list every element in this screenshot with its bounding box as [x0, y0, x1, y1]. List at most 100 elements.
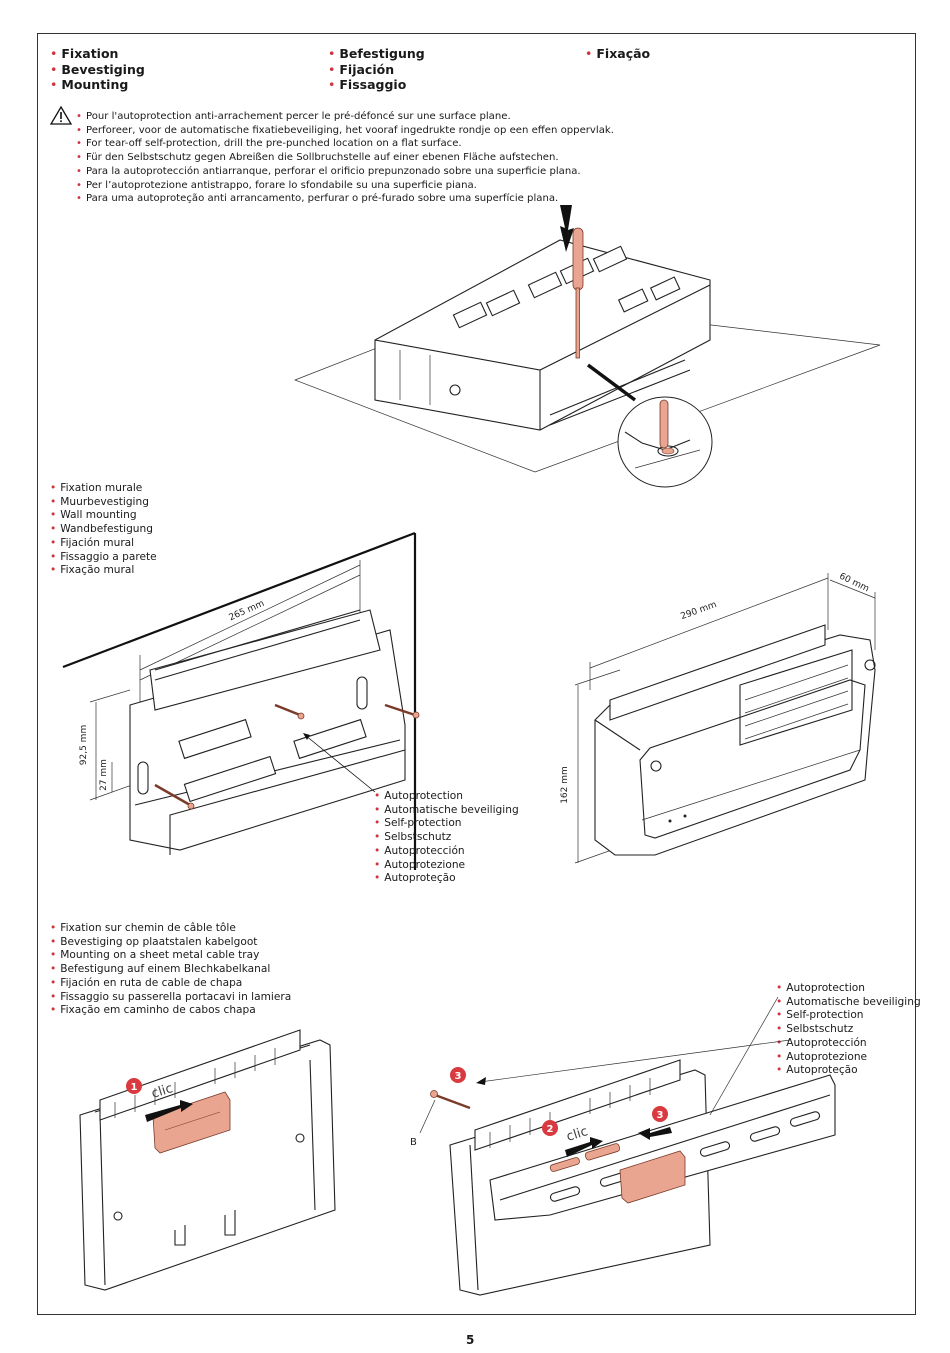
clic-label: clic [565, 1124, 590, 1145]
label-item: •Fixation sur chemin de câble tôle [50, 922, 236, 934]
label-item: •Selbstschutz [374, 831, 452, 844]
svg-text:3: 3 [455, 1071, 462, 1082]
screw-icon [384, 703, 420, 719]
terminal-blocks [178, 718, 367, 803]
tray-screw-slot [549, 1157, 580, 1172]
svg-text:1: 1 [131, 1082, 138, 1093]
open-enclosure [129, 609, 406, 855]
cable-glands [99, 1029, 301, 1121]
step-1-badge: 1 [126, 1078, 142, 1094]
slide-arrow-icon [565, 1137, 603, 1157]
screw-label: B [410, 1137, 417, 1148]
svg-text:3: 3 [657, 1110, 664, 1121]
label-item: •Selbstschutz [776, 1023, 854, 1036]
screw-icon [430, 1090, 471, 1110]
label-item: •Fijación mural [50, 536, 135, 549]
page-number: 5 [466, 1333, 475, 1347]
enclosure-base [374, 239, 711, 431]
enclosure-dimensions-diagram [574, 573, 876, 864]
screwdriver-icon [572, 227, 584, 359]
cable-tray-step23-diagram: B 3 2 3 clic [410, 996, 836, 1296]
tray-screw-slot [584, 1143, 621, 1161]
clic-label: clic [150, 1081, 175, 1102]
cable-tray-step1-diagram: 1 clic [79, 1029, 336, 1291]
step-3-badge: 3 [450, 1067, 466, 1083]
label-item: •Bevestiging op plaatstalen kabelgoot [50, 935, 258, 948]
wall-edge [62, 531, 416, 669]
warning-line: •Para la autoprotección antiarranque, pe… [76, 165, 581, 177]
label-item: •Fixação mural [50, 564, 135, 577]
label-item: •Autoprotección [776, 1036, 867, 1049]
cable-tray-labels: •Fixation sur chemin de câble tôle •Beve… [50, 922, 291, 1018]
dimension-offset-label: 27 mm [98, 759, 109, 791]
label-item: •Self-protection [374, 817, 462, 830]
svg-text:2: 2 [547, 1124, 554, 1135]
label-item: •Autoprotection [776, 982, 865, 994]
screw-icon [154, 783, 195, 810]
cable-glands [609, 624, 826, 721]
label-item: •Autoproteção [776, 1064, 858, 1077]
label-item: •Autoproteção [374, 872, 456, 885]
heading-col-2: •Befestigung •Fijación •Fissaggio [328, 46, 425, 93]
warning-line: •For tear-off self-protection, drill the… [76, 138, 462, 150]
heading-col-3: •Fixação [585, 46, 650, 62]
wall-mounting-labels: •Fixation murale •Muurbevestiging •Wall … [50, 482, 157, 578]
heading-item: •Bevestiging [50, 61, 145, 77]
heading-col-1: •Fixation •Bevestiging •Mounting [50, 46, 145, 93]
label-item: •Wandbefestigung [50, 523, 153, 536]
heading-item: •Fijación [328, 61, 395, 77]
heading-item: •Fixation [50, 46, 119, 61]
heading-item: •Befestigung [328, 46, 425, 61]
warning-line: •Para uma autoproteção anti arrancamento… [76, 193, 559, 205]
label-item: •Befestigung auf einem Blechkabelkanal [50, 963, 271, 976]
label-item: •Fixação em caminho de cabos chapa [50, 1004, 256, 1017]
label-item: •Self-protection [776, 1009, 864, 1022]
step-3-badge: 3 [652, 1106, 668, 1122]
page-frame [37, 33, 916, 1315]
label-item: •Mounting on a sheet metal cable tray [50, 949, 260, 962]
label-item: •Fijación en ruta de cable de chapa [50, 976, 243, 989]
cable-glands [154, 609, 361, 681]
heading-item: •Fixação [585, 46, 651, 61]
label-item: •Fissaggio su passerella portacavi in la… [50, 990, 292, 1003]
label-item: •Wall mounting [50, 509, 137, 522]
down-arrow-icon [560, 205, 574, 252]
heading-item: •Mounting [50, 77, 129, 92]
label-item: •Fissaggio a parete [50, 550, 157, 563]
warning-line: •Pour l'autoprotection anti-arrachement … [76, 111, 511, 122]
closed-enclosure [594, 624, 876, 856]
dimension-height-label: 92,5 mm [79, 724, 90, 766]
label-item: •Fixation murale [50, 482, 143, 494]
cable-tray [489, 1074, 836, 1221]
enclosure-back [79, 1029, 336, 1291]
warning-line: •Per l’autoprotezione antistrappo, forar… [76, 179, 477, 191]
detail-zoom-circle [617, 396, 713, 488]
label-item: •Autoprotection [374, 790, 463, 802]
wall-self-protection-labels: •Autoprotection •Automatische beveiligin… [374, 790, 519, 886]
screw-icon [274, 703, 305, 720]
screw-pointer [419, 1099, 436, 1134]
label-item: •Automatische beveiliging [776, 995, 921, 1008]
label-item: •Automatische beveiliging [374, 803, 519, 816]
label-item: •Autoprotezione [776, 1050, 868, 1063]
warning-line: •Für den Selbstschutz gegen Abreißen die… [76, 152, 559, 164]
rail-clip [619, 1150, 686, 1204]
wall-mounting-diagram [62, 531, 420, 870]
mounting-slot [137, 761, 149, 795]
mounting-slot [356, 676, 368, 710]
label-item: •Muurbevestiging [50, 495, 149, 508]
dimension-height-label: 162 mm [559, 766, 570, 804]
slide-arrow-icon [638, 1127, 672, 1140]
warning-line: •Perforeer, voor de automatische fixatie… [76, 124, 614, 136]
step-2-badge: 2 [542, 1120, 558, 1136]
label-plate [739, 649, 853, 746]
label-item: •Autoprotezione [374, 858, 466, 871]
drilling-diagram [294, 205, 881, 488]
slide-arrow-icon [145, 1100, 193, 1122]
rail-clip [152, 1091, 231, 1154]
warning-triangle-icon [49, 105, 73, 125]
heading-item: •Fissaggio [328, 77, 407, 92]
label-item: •Autoprotección [374, 844, 465, 857]
cable-tray-self-protection-labels: •Autoprotection •Automatische beveiligin… [776, 982, 921, 1078]
warning-text: •Pour l'autoprotection anti-arrachement … [76, 110, 614, 206]
